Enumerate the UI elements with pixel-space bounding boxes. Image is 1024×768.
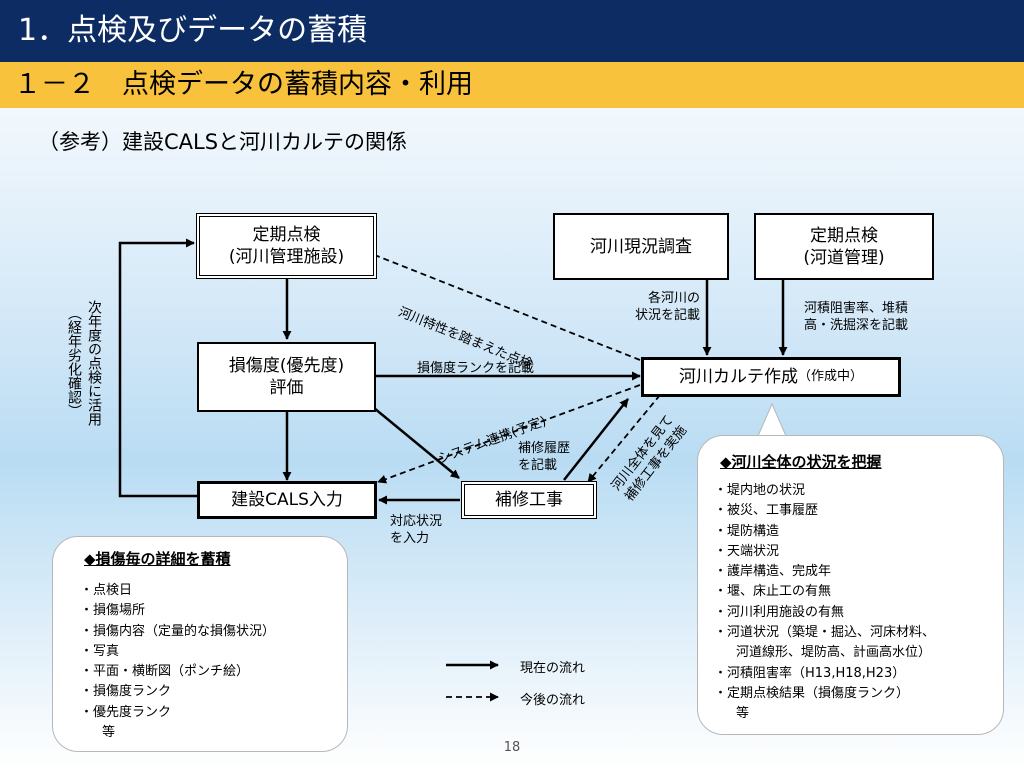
node-teiki-kado-line2: (河道管理)	[803, 247, 885, 268]
detail-item-list: ・点検日 ・損傷場所 ・損傷内容（定量的な損傷状況） ・写真 ・平面・横断図（ポ…	[80, 581, 275, 743]
node-teiki-tenken-kado: 定期点検 (河道管理)	[754, 213, 934, 280]
node-hoshu-koji: 補修工事	[461, 481, 597, 519]
edge-label-jinen: 次年度の点検に活用	[86, 300, 102, 426]
overview-item: ・定期点検結果（損傷度ランク）	[714, 685, 910, 701]
edge-label-rank: 損傷度ランクを記載	[417, 361, 535, 376]
arrow-cals-feedback-loop	[118, 238, 197, 498]
edge-label-taio: 対応状況 を入力	[390, 513, 442, 547]
detail-etc: 等	[102, 725, 116, 741]
node-teiki-shisetsu-line1: 定期点検	[252, 225, 321, 245]
overview-item: ・被災、工事履歴	[714, 503, 819, 519]
edge-label-taio-2: を入力	[390, 531, 430, 546]
node-songaido-hyoka: 損傷度(優先度) 評価	[197, 342, 376, 412]
node-teiki-kado-line1: 定期点検	[810, 225, 878, 246]
edge-label-rireki-2: を記載	[518, 458, 558, 473]
detail-item: ・優先度ランク	[80, 704, 172, 720]
overview-item: ・堤防構造	[714, 523, 780, 539]
edge-label-kaseki-1: 河積阻害率、堆積	[804, 301, 909, 316]
right-panel-pointer	[757, 402, 787, 437]
overview-etc: 等	[736, 706, 750, 722]
node-teiki-shisetsu-line2: (河川管理施設)	[228, 247, 345, 267]
detail-panel-title: ◆損傷毎の詳細を蓄積	[84, 550, 231, 568]
detail-item: ・平面・横断図（ポンチ絵）	[80, 664, 250, 680]
slide-title: 1．点検及びデータの蓄積	[0, 0, 1024, 62]
slide-subtitle: １－２ 点検データの蓄積内容・利用	[0, 62, 1024, 108]
overview-item: ・天端状況	[714, 543, 780, 559]
overview-item: ・河川利用施設の有無	[714, 604, 845, 620]
detail-item: ・点検日	[80, 583, 133, 598]
edge-label-rireki: 補修履歴 を記載	[518, 440, 570, 474]
overview-item: ・堰、床止工の有無	[714, 584, 832, 600]
node-karte-label: 河川カルテ作成	[678, 367, 798, 387]
node-hoshu-label: 補修工事	[495, 490, 563, 510]
edge-label-taio-1: 対応状況	[390, 514, 443, 529]
node-teiki-tenken-shisetsu: 定期点検 (河川管理施設)	[196, 213, 377, 279]
node-kasen-genkyo-chosa: 河川現況調査	[553, 213, 729, 280]
node-songaido-line1: 損傷度(優先度)	[228, 356, 345, 376]
edge-label-keinen: （経年劣化確認）	[66, 306, 82, 418]
legend-current-label: 現在の流れ	[520, 661, 586, 676]
arrow-songaido-to-hoshu	[373, 407, 460, 479]
node-cals-label: 建設CALS入力	[231, 490, 343, 510]
detail-item: ・写真	[80, 643, 120, 659]
node-kasen-karte-sakusei: 河川カルテ作成 （作成中）	[641, 357, 901, 397]
overview-item: ・河道状況（築堤・掘込、河床材料、	[714, 625, 936, 641]
overview-item: ・堤内地の状況	[714, 483, 806, 498]
overview-item-list: ・堤内地の状況 ・被災、工事履歴 ・堤防構造 ・天端状況 ・護岸構造、完成年 ・…	[714, 481, 935, 725]
overview-item: ・河積阻害率（H13,H18,H23）	[714, 665, 906, 681]
legend-future-label: 今後の流れ	[520, 693, 586, 708]
node-songaido-line2: 評価	[269, 378, 304, 398]
node-karte-note: （作成中）	[797, 369, 863, 384]
edge-label-kaku-kasen-1: 各河川の	[647, 291, 700, 306]
detail-item: ・損傷場所	[80, 603, 146, 619]
detail-accumulation-panel	[52, 536, 348, 752]
overview-item: ・護岸構造、完成年	[714, 564, 832, 580]
dashed-karte-to-cals	[377, 384, 641, 484]
page-number: 18	[503, 740, 521, 755]
detail-item: ・損傷内容（定量的な損傷状況）	[80, 623, 276, 639]
river-overview-panel	[697, 435, 1004, 735]
dashed-karte-to-hoshu	[587, 394, 661, 483]
overview-panel-title: ◆河川全体の状況を把握	[720, 453, 882, 471]
arrow-hoshu-to-karte	[563, 398, 629, 481]
edge-label-kaku-kasen-2: 状況を記載	[634, 308, 700, 323]
node-kasen-genkyo-label: 河川現況調査	[590, 236, 692, 257]
edge-label-rireki-1: 補修履歴	[518, 441, 571, 456]
overview-item-continued: 河道線形、堤防高、計画高水位）	[736, 645, 932, 661]
node-kensetsu-cals-nyuryoku: 建設CALS入力	[197, 481, 377, 519]
edge-label-kaseki-2: 高・洗掘深を記載	[804, 318, 909, 333]
edge-label-kaku-kasen: 各河川の 状況を記載	[630, 290, 700, 324]
edge-label-kaseki: 河積阻害率、堆積 高・洗掘深を記載	[804, 300, 908, 334]
reference-title: （参考）建設CALSと河川カルテの関係	[38, 130, 408, 154]
detail-item: ・損傷度ランク	[80, 684, 172, 700]
